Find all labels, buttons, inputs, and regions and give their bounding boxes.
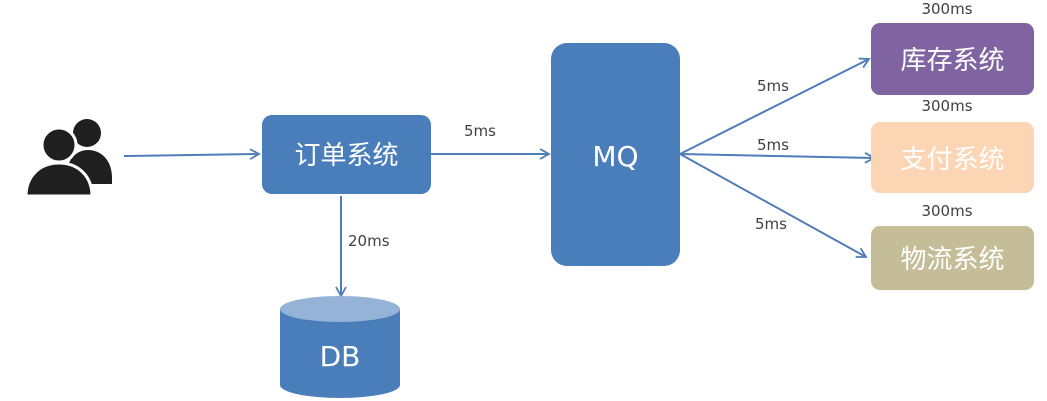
node-logistics-system-label: 物流系统 (900, 245, 1004, 275)
inventory-latency-label: 300ms (921, 0, 972, 18)
users-icon (24, 119, 112, 198)
node-order-system: 订单系统 (262, 115, 431, 194)
node-mq: MQ (551, 43, 680, 266)
edge-label-mq-to-inventory: 5ms (757, 77, 789, 95)
edge-label-order-to-db: 20ms (348, 232, 390, 250)
logistics-latency-label: 300ms (921, 202, 972, 220)
edge-label-mq-to-logistics: 5ms (755, 215, 787, 233)
edge-mq-to-payment (679, 152, 876, 164)
node-inventory-system: 库存系统 (871, 23, 1034, 95)
node-db-label: DB (320, 340, 361, 373)
node-order-system-label: 订单系统 (294, 141, 398, 171)
node-payment-system-label: 支付系统 (900, 145, 1004, 175)
node-inventory-system-label: 库存系统 (900, 46, 1004, 76)
node-db: DB (280, 296, 400, 398)
payment-latency-label: 300ms (921, 97, 972, 115)
edge-label-mq-to-payment: 5ms (757, 136, 789, 154)
edge-label-order-to-mq: 5ms (464, 122, 496, 140)
edge-mq-to-logistics (679, 153, 868, 258)
node-logistics-system: 物流系统 (871, 226, 1034, 290)
edge-mq-to-inventory (679, 57, 871, 155)
node-mq-label: MQ (592, 140, 638, 173)
edge-user-to-order (123, 148, 261, 160)
node-payment-system: 支付系统 (871, 122, 1034, 193)
